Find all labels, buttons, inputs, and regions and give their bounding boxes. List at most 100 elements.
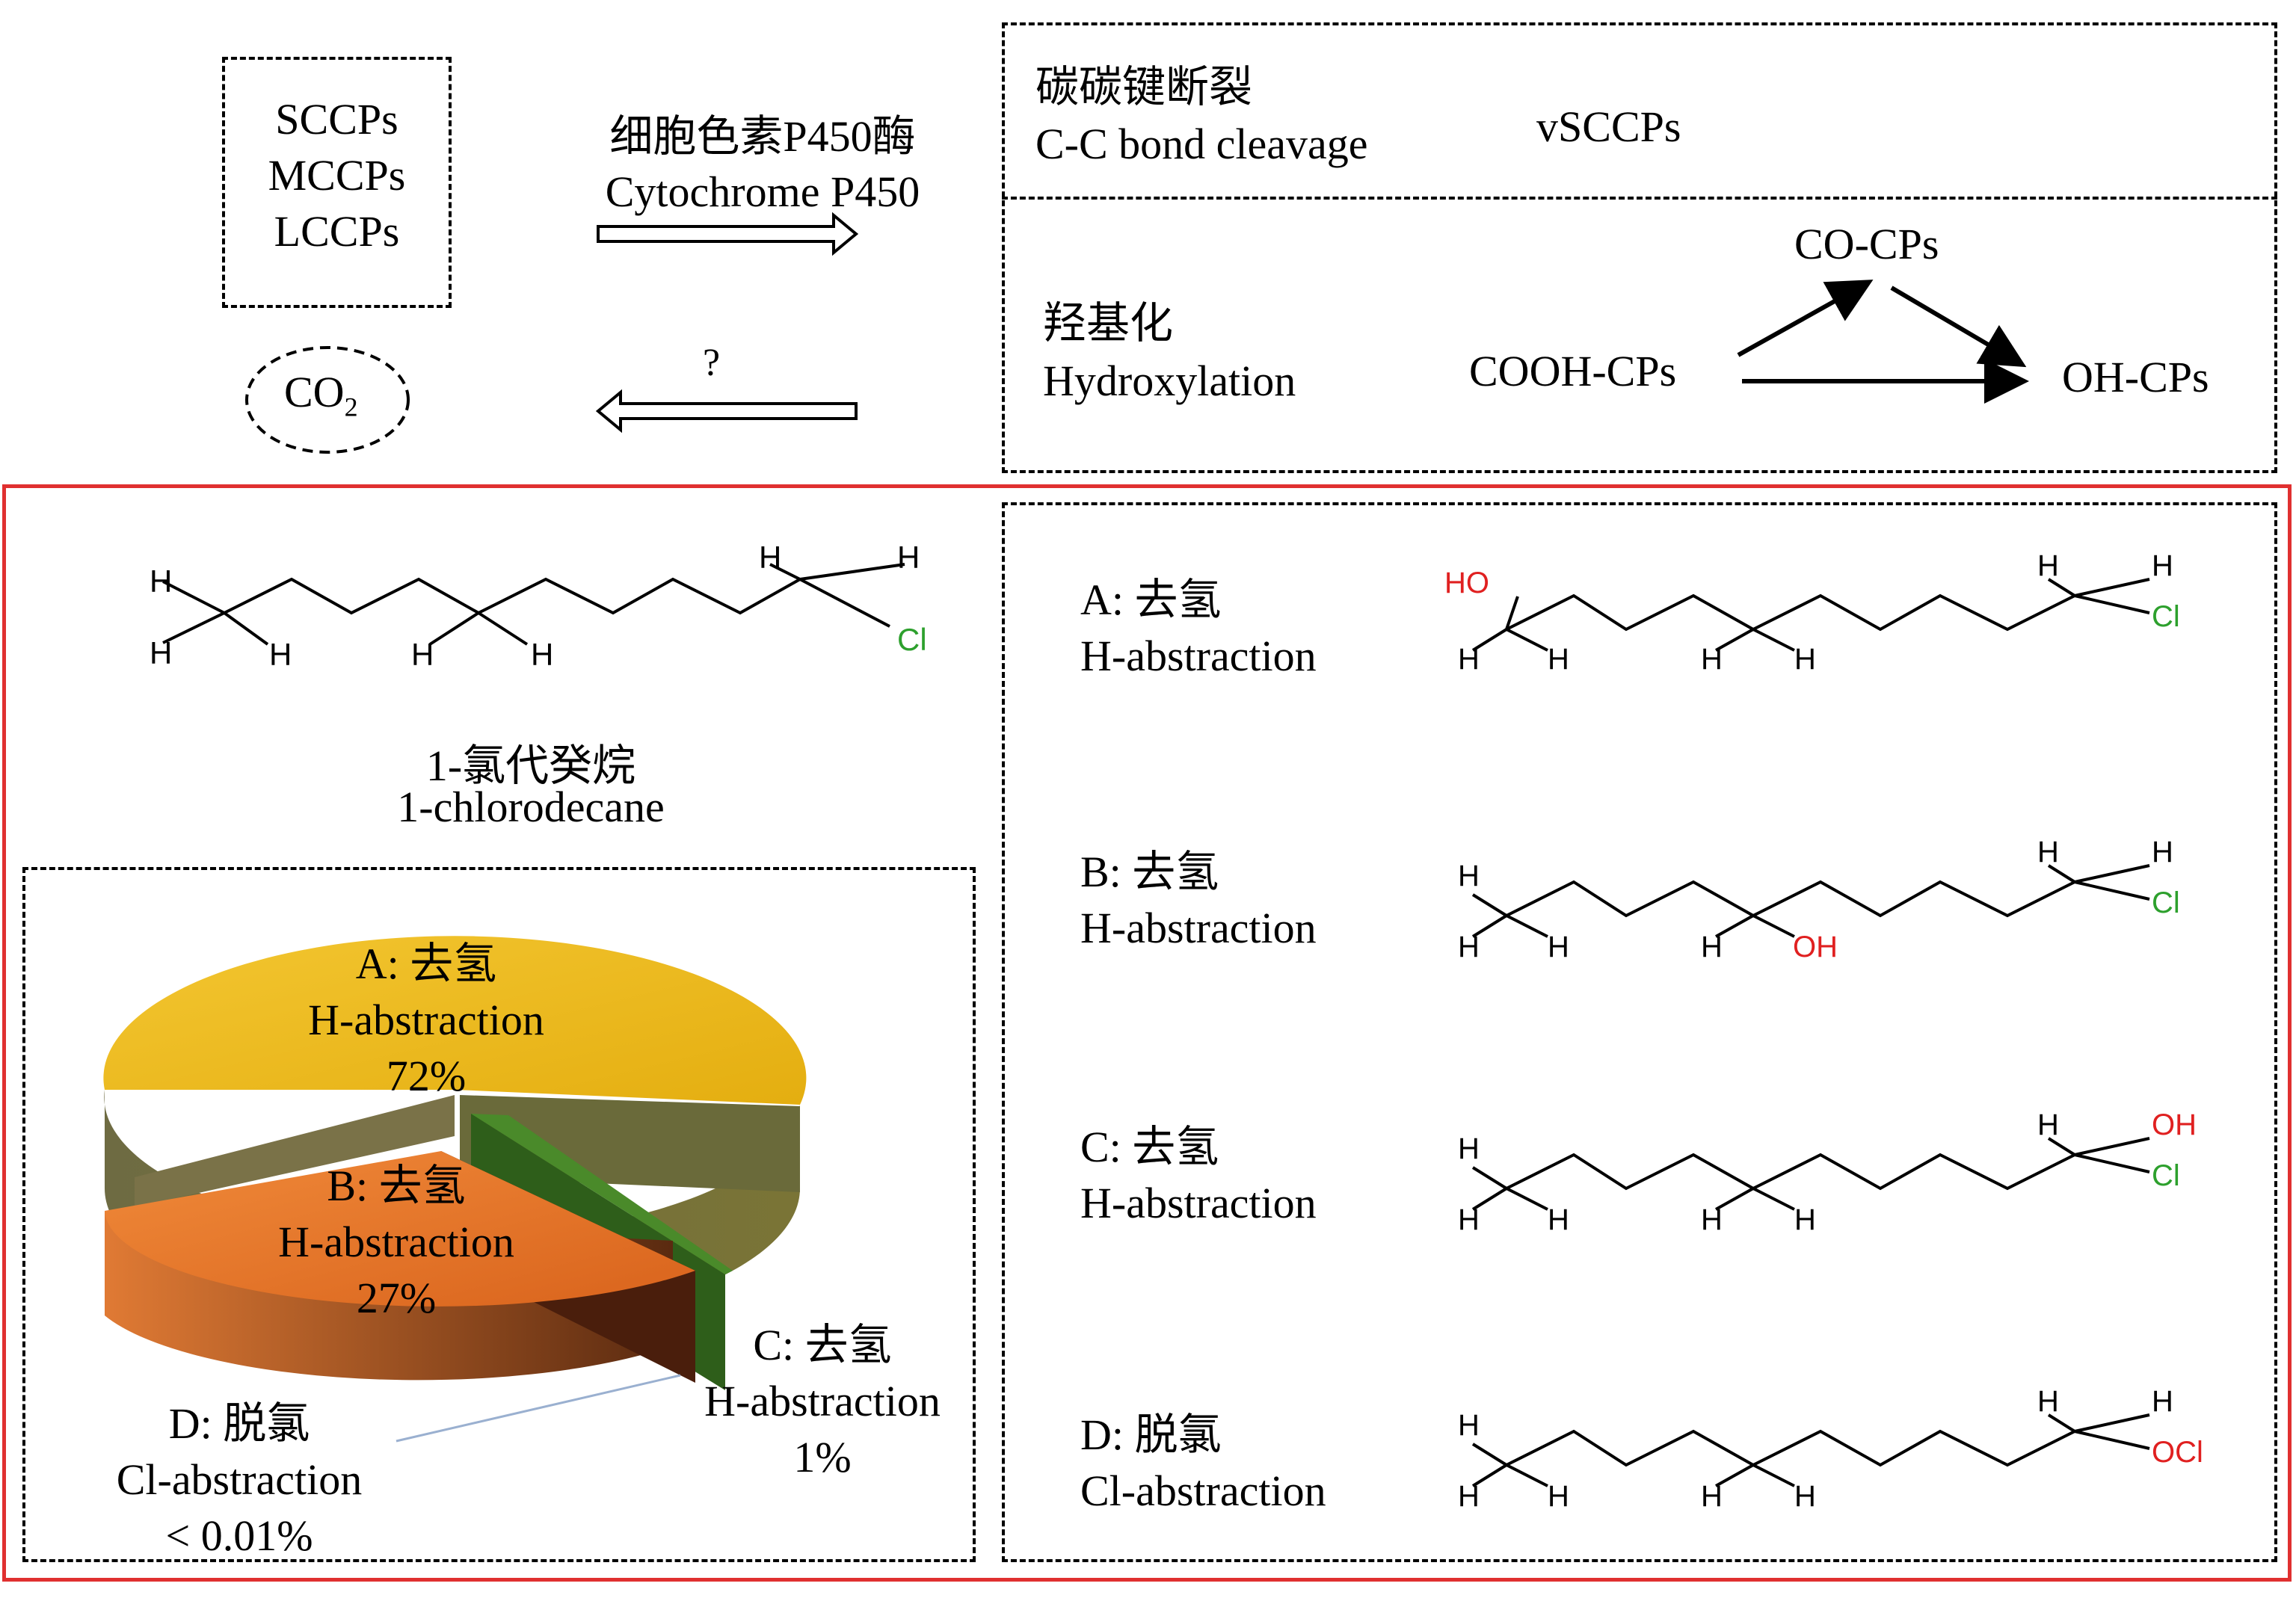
cleavage-cn-label: 碳碳键断裂 bbox=[1035, 63, 1253, 111]
product-a-atom-h: H bbox=[2152, 549, 2173, 582]
pie-label-b-value: 27% bbox=[356, 1274, 437, 1322]
pie-label-b-cn: B: 去氢 bbox=[327, 1162, 466, 1210]
chlorodecane-atom-cl: Cl bbox=[897, 622, 927, 657]
enzyme-cn-label: 细胞色素P450酶 bbox=[609, 112, 916, 161]
product-b-label-en: H-abstraction bbox=[1080, 904, 1317, 952]
cp-class-lccps: LCCPs bbox=[274, 207, 400, 256]
chlorodecane-atom-h: H bbox=[759, 540, 781, 575]
product-b-atom-h: H bbox=[1701, 931, 1723, 963]
product-a-atom-h: H bbox=[1794, 643, 1816, 676]
product-a-label-cn: A: 去氢 bbox=[1080, 576, 1222, 624]
chlorodecane-atom-h: H bbox=[150, 564, 172, 599]
product-d-atom-h: H bbox=[1548, 1480, 1569, 1513]
product-c-label-cn: C: 去氢 bbox=[1080, 1123, 1219, 1171]
pie-chart bbox=[103, 936, 807, 1443]
pie-chart-box bbox=[22, 867, 976, 1562]
product-d-group-ocl: OCl bbox=[2152, 1436, 2203, 1469]
hydroxylation-arrows bbox=[1737, 280, 2029, 404]
co2-base: CO bbox=[284, 368, 345, 416]
product-a-atom-h: H bbox=[1458, 643, 1480, 676]
product-d-atom-h: H bbox=[1458, 1480, 1480, 1513]
cp-class-mccps: MCCPs bbox=[268, 151, 406, 200]
pie-label-c-value: 1% bbox=[793, 1433, 852, 1481]
product-c-atom-cl: Cl bbox=[2152, 1159, 2180, 1192]
product-d-label-cn: D: 脱氯 bbox=[1080, 1410, 1222, 1459]
pie-label-a-value: 72% bbox=[386, 1052, 467, 1100]
product-a-atom-cl: Cl bbox=[2152, 600, 2180, 633]
chlorodecane-atom-h: H bbox=[531, 637, 553, 672]
product-a-structure: HO H H H H H H Cl bbox=[1444, 549, 2180, 676]
product-d-atom-h: H bbox=[1458, 1409, 1480, 1442]
chlorodecane-structure: H H H H H H H Cl bbox=[150, 540, 927, 672]
pie-label-d-cn: D: 脱氯 bbox=[168, 1399, 310, 1448]
oh-cps-label: OH-CPs bbox=[2062, 353, 2209, 401]
product-b-atom-h: H bbox=[1458, 931, 1480, 963]
product-b-group-oh: OH bbox=[1793, 931, 1838, 963]
co2-label: CO2 bbox=[284, 366, 358, 424]
chlorodecane-atom-h: H bbox=[411, 637, 434, 672]
enzyme-en-label: Cytochrome P450 bbox=[605, 167, 920, 216]
question-mark: ? bbox=[703, 342, 721, 384]
product-b-label-cn: B: 去氢 bbox=[1080, 848, 1219, 896]
product-b-atom-cl: Cl bbox=[2152, 886, 2180, 919]
product-b-atom-h: H bbox=[1548, 931, 1569, 963]
product-d-atom-h: H bbox=[2037, 1385, 2059, 1418]
product-b-structure: H H H H OH H H Cl bbox=[1458, 836, 2180, 963]
hydroxylation-en-label: Hydroxylation bbox=[1043, 357, 1296, 405]
pie-slice-c-top bbox=[471, 1114, 733, 1274]
product-c-atom-h: H bbox=[1701, 1203, 1723, 1236]
pie-slice-a-cut-left bbox=[135, 1095, 455, 1207]
product-a-atom-h: H bbox=[1548, 643, 1569, 676]
product-c-atom-h: H bbox=[1458, 1203, 1480, 1236]
pie-label-d-value: < 0.01% bbox=[165, 1511, 313, 1560]
co2-subscript: 2 bbox=[344, 392, 358, 422]
product-a-atom-h: H bbox=[2037, 549, 2059, 582]
molecule-name-en: 1-chlorodecane bbox=[397, 783, 665, 831]
product-d-label-en: Cl-abstraction bbox=[1080, 1466, 1326, 1515]
pie-label-b-en: H-abstraction bbox=[278, 1218, 514, 1266]
chlorodecane-atom-h: H bbox=[897, 540, 920, 575]
product-c-group-oh: OH bbox=[2152, 1108, 2197, 1141]
pie-label-a-en: H-abstraction bbox=[308, 996, 544, 1044]
co-cps-label: CO-CPs bbox=[1794, 220, 1939, 268]
product-d-atom-h: H bbox=[2152, 1385, 2173, 1418]
hydroxylation-cn-label: 羟基化 bbox=[1043, 299, 1174, 348]
chlorodecane-atom-h: H bbox=[269, 637, 292, 672]
product-a-group-ho: HO bbox=[1444, 567, 1489, 599]
pie-slice-b bbox=[105, 1151, 695, 1307]
reverse-arrow bbox=[595, 389, 858, 434]
chlorodecane-atom-h: H bbox=[150, 635, 172, 670]
transformation-divider bbox=[1002, 197, 2277, 200]
product-b-atom-h: H bbox=[2152, 836, 2173, 869]
product-c-atom-h: H bbox=[2037, 1108, 2059, 1141]
products-box bbox=[1002, 502, 2277, 1562]
pie-label-c-cn: C: 去氢 bbox=[753, 1321, 892, 1369]
product-d-atom-h: H bbox=[1794, 1480, 1816, 1513]
product-a-atom-h: H bbox=[1701, 643, 1723, 676]
product-a-label-en: H-abstraction bbox=[1080, 632, 1317, 680]
transformation-box bbox=[1002, 22, 2277, 473]
forward-arrow bbox=[597, 212, 859, 256]
product-d-structure: H H H H H H H OCl bbox=[1458, 1385, 2203, 1513]
product-d-atom-h: H bbox=[1701, 1480, 1723, 1513]
product-c-atom-h: H bbox=[1458, 1132, 1480, 1165]
product-c-atom-h: H bbox=[1548, 1203, 1569, 1236]
pie-label-d-en: Cl-abstraction bbox=[116, 1455, 363, 1504]
red-frame bbox=[2, 484, 2292, 1582]
pie-slice-a bbox=[103, 936, 807, 1105]
product-b-atom-h: H bbox=[1458, 860, 1480, 892]
product-b-atom-h: H bbox=[2037, 836, 2059, 869]
pie-label-c-en: H-abstraction bbox=[704, 1377, 941, 1425]
cleavage-en-label: C-C bond cleavage bbox=[1035, 120, 1368, 168]
cooh-cps-label: COOH-CPs bbox=[1469, 347, 1677, 395]
chlorinated-paraffins-box bbox=[222, 57, 452, 308]
molecule-name-cn: 1-氯代癸烷 bbox=[425, 741, 636, 790]
product-c-label-en: H-abstraction bbox=[1080, 1179, 1317, 1227]
co2-ellipse bbox=[245, 346, 410, 454]
cleavage-product: vSCCPs bbox=[1536, 102, 1681, 151]
pie-slice-d-leader bbox=[396, 1374, 681, 1443]
product-c-atom-h: H bbox=[1794, 1203, 1816, 1236]
pie-label-a-cn: A: 去氢 bbox=[355, 940, 497, 988]
cp-class-sccps: SCCPs bbox=[275, 95, 398, 144]
product-c-structure: H H H H H H OH Cl bbox=[1458, 1108, 2197, 1236]
